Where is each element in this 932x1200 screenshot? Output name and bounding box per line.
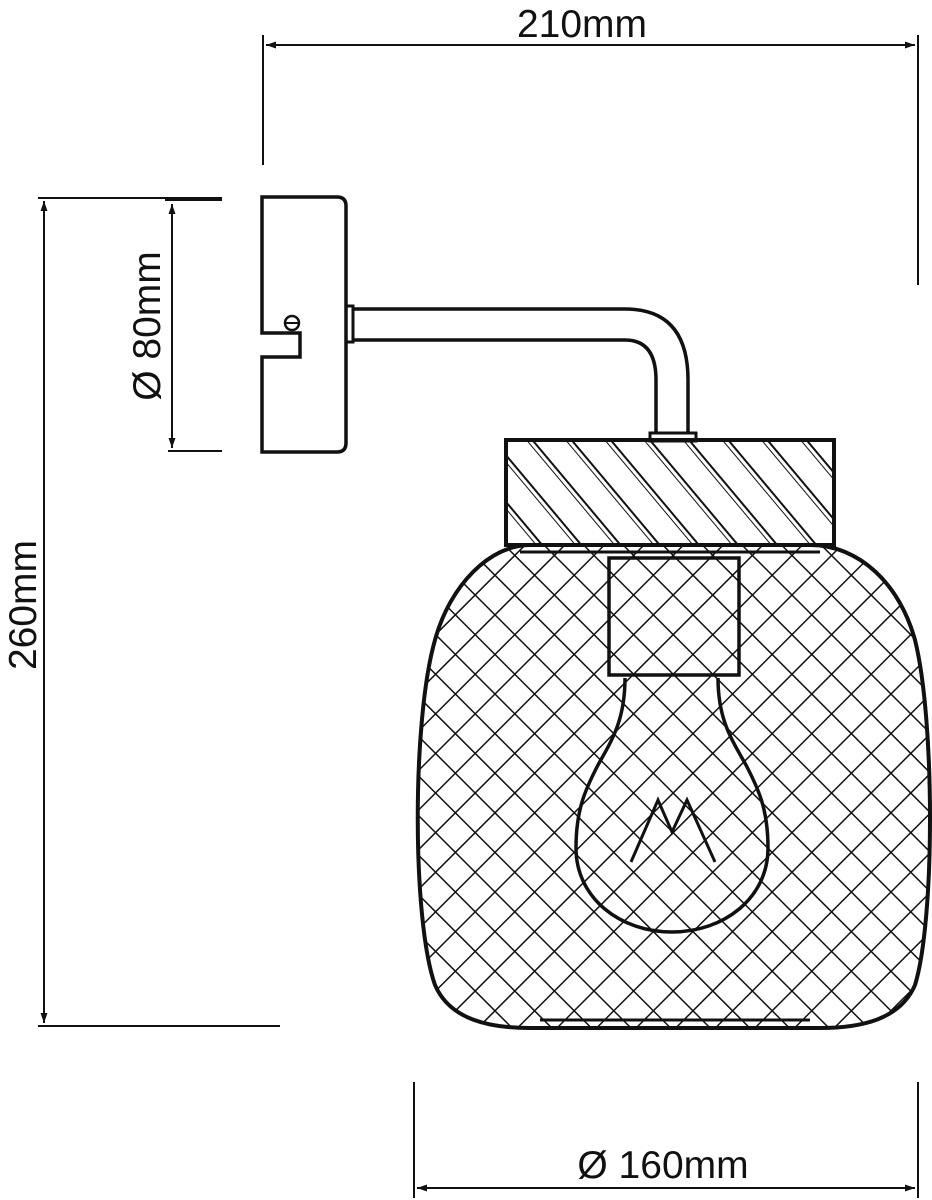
arm-inner-edge <box>353 338 658 434</box>
height-label: 260mm <box>2 540 45 670</box>
width-dimension: 210mm <box>262 3 919 285</box>
lamp-arm <box>353 307 698 443</box>
mesh-shade <box>415 543 932 1030</box>
socket-body <box>607 556 741 677</box>
shade-diameter-dimension: Ø 160mm <box>413 1082 919 1198</box>
mesh-pattern <box>417 545 930 1028</box>
mounting-screw-icon <box>283 314 301 332</box>
height-dimension: 260mm <box>2 197 280 1027</box>
arm-collar <box>344 304 355 344</box>
shade-outline <box>415 543 932 1030</box>
backplate-outline <box>260 195 348 454</box>
wall-backplate <box>260 195 355 454</box>
bulb-filament <box>629 796 717 863</box>
backplate-diameter-dimension: Ø 80mm <box>126 199 222 452</box>
width-label: 210mm <box>517 3 647 46</box>
arm-outer-edge <box>353 307 690 434</box>
backplate-diameter-label: Ø 80mm <box>126 251 169 401</box>
shade-diameter-label: Ø 160mm <box>577 1144 748 1187</box>
bulb-outline <box>574 677 770 934</box>
light-bulb-icon <box>574 677 770 934</box>
lamp-socket <box>607 556 741 677</box>
cap-hatching <box>506 440 834 545</box>
shade-cap <box>504 438 836 554</box>
